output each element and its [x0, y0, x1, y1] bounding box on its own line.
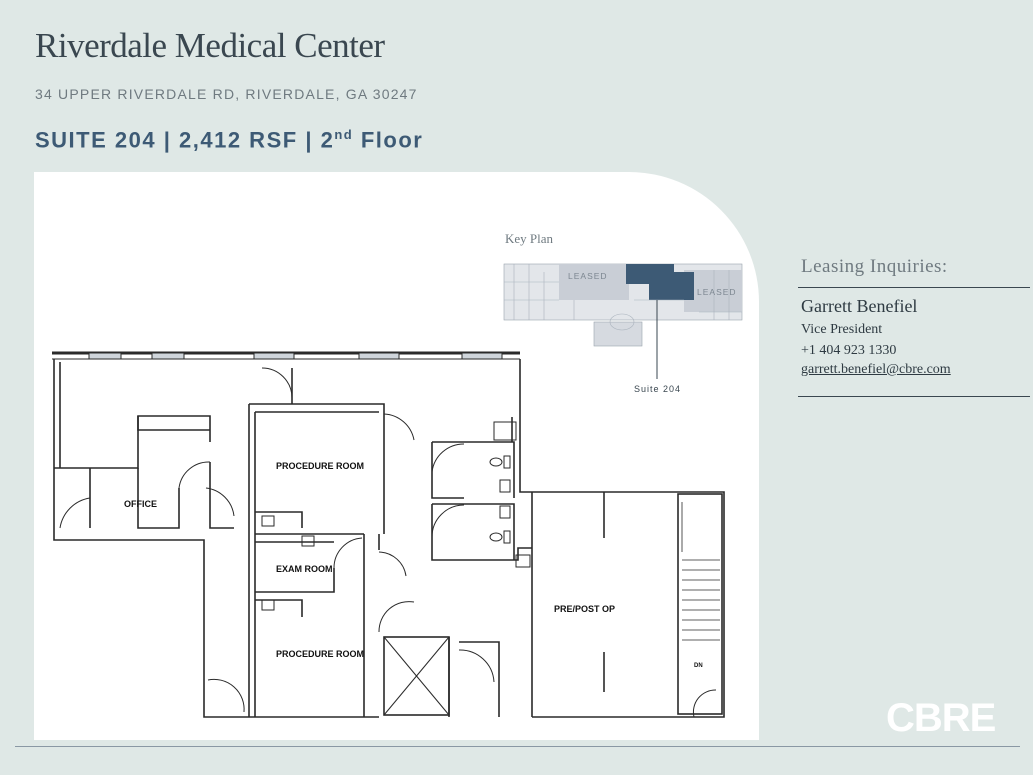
divider [798, 287, 1030, 288]
room-label-exam: EXAM ROOM [276, 564, 333, 574]
suite-label: SUITE 204 [35, 127, 157, 153]
key-plan-title: Key Plan [505, 231, 554, 246]
leased-label-right: LEASED [697, 287, 737, 297]
floor-suffix: nd [334, 127, 354, 142]
leasing-heading: Leasing Inquiries: [801, 256, 948, 277]
leased-label-left: LEASED [568, 271, 608, 281]
key-plan: Key Plan LEASED LEASED Suite 204 [503, 231, 743, 394]
plumbing-fixtures [261, 455, 531, 611]
suite-callout: Suite 204 [634, 384, 681, 394]
room-label-office: OFFICE [124, 499, 157, 509]
suite-204-highlight [626, 264, 694, 300]
separator: | [305, 127, 313, 153]
room-label-pre-post-op: PRE/POST OP [554, 604, 615, 614]
separator: | [163, 127, 172, 153]
contact-phone[interactable]: +1 404 923 1330 [801, 343, 897, 358]
room-label-procedure-top: PROCEDURE ROOM [276, 461, 364, 471]
page-title: Riverdale Medical Center [35, 26, 385, 65]
contact-role: Vice President [801, 322, 883, 337]
floor-number: 2 [320, 127, 335, 153]
floor-plan-walls [52, 351, 725, 718]
floor-word: Floor [360, 127, 424, 153]
suite-heading: SUITE 204 | 2,412 RSF | 2nd Floor [35, 127, 423, 153]
stair-down-label: DN [694, 663, 703, 669]
contact-name: Garrett Benefiel [801, 296, 918, 316]
contact-email-link[interactable]: garrett.benefiel@cbre.com [801, 362, 951, 377]
cbre-logo: CBRE [886, 696, 996, 740]
footer-divider [15, 746, 1020, 747]
suite-area: 2,412 RSF [179, 127, 298, 153]
floor-plan-drawing: Key Plan LEASED LEASED Suite 204 [52, 231, 743, 718]
floor-plan-card: Key Plan LEASED LEASED Suite 204 [34, 172, 759, 740]
room-labels: OFFICE PROCEDURE ROOM EXAM ROOM PROCEDUR… [124, 461, 703, 669]
property-address: 34 UPPER RIVERDALE RD, RIVERDALE, GA 302… [35, 86, 418, 102]
room-label-procedure-bottom: PROCEDURE ROOM [276, 649, 364, 659]
divider [798, 396, 1030, 397]
